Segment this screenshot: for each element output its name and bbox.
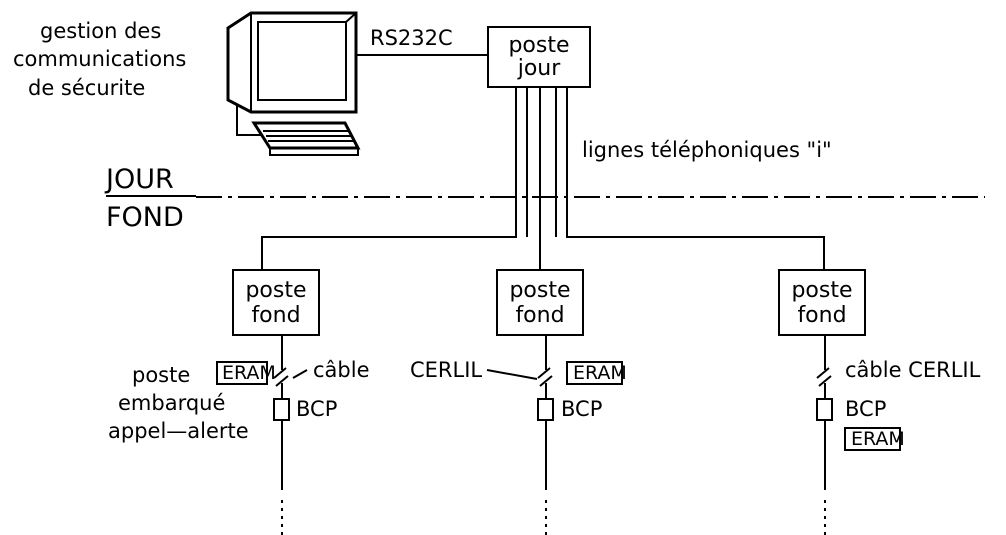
title-line-1: gestion des	[40, 19, 161, 43]
rs232c-label: RS232C	[370, 26, 453, 50]
embedded-post-line-3: appel—alerte	[108, 419, 249, 443]
eram-label-middle: ERAM	[573, 362, 627, 384]
cable-pointer-middle	[486, 369, 538, 380]
phone-lines-label: lignes téléphoniques "i"	[582, 138, 832, 162]
cable-label-right: câble CERLIL	[845, 358, 981, 382]
cable-label-middle: CERLIL	[410, 358, 482, 382]
poste-fond-left-label-2: fond	[251, 303, 300, 328]
poste-jour-label-1: poste	[508, 33, 569, 58]
cable-run-right	[816, 335, 833, 535]
title-line-3: de sécurite	[28, 76, 145, 100]
eram-box-middle	[566, 361, 623, 385]
poste-fond-box-left	[232, 269, 320, 336]
bcp-label-left: BCP	[296, 397, 337, 421]
poste-fond-box-right	[778, 269, 866, 336]
zone-fond-label: FOND	[106, 202, 184, 233]
cable-run-middle	[537, 335, 554, 535]
eram-box-right	[844, 427, 901, 451]
poste-fond-right-label-1: poste	[791, 278, 852, 303]
embedded-post-line-2: embarqué	[118, 391, 225, 415]
eram-label-left: ERAM	[222, 362, 276, 384]
poste-fond-middle-label-2: fond	[515, 303, 564, 328]
keyboard-cable	[236, 104, 262, 136]
title-line-2: communications	[13, 47, 186, 71]
zone-jour-label: JOUR	[104, 164, 174, 195]
bcp-label-middle: BCP	[561, 397, 602, 421]
bcp-label-right: BCP	[845, 397, 886, 421]
cable-run-left	[273, 335, 290, 535]
poste-fond-right-label-2: fond	[797, 303, 846, 328]
eram-box-left	[216, 361, 268, 385]
phone-lines	[261, 87, 825, 270]
eram-label-right: ERAM	[851, 428, 905, 450]
poste-fond-left-label-1: poste	[245, 278, 306, 303]
poste-fond-box-middle	[496, 269, 584, 336]
computer-monitor-icon	[226, 11, 358, 114]
cable-pointer-left	[292, 369, 308, 379]
poste-jour-label-2: jour	[517, 56, 562, 81]
keyboard-icon	[251, 121, 361, 156]
poste-fond-middle-label-1: poste	[509, 278, 570, 303]
embedded-post-line-1: poste	[132, 363, 190, 387]
cable-label-left: câble	[313, 358, 370, 382]
